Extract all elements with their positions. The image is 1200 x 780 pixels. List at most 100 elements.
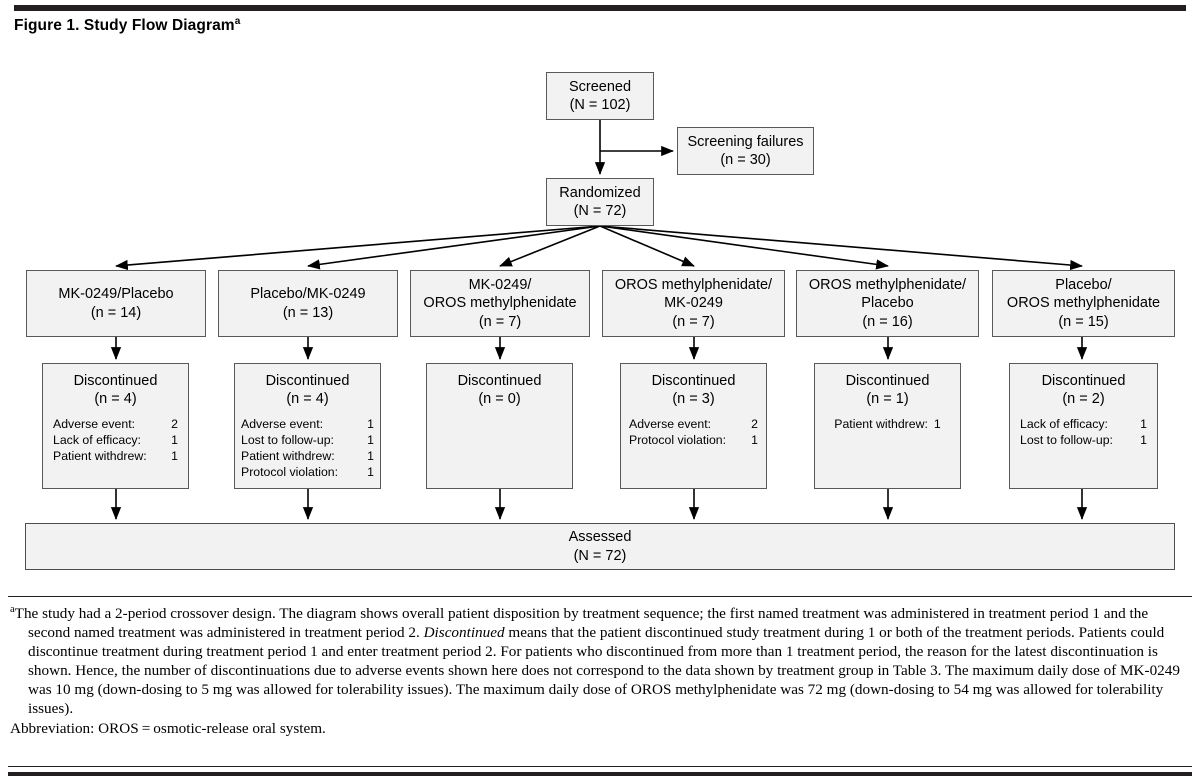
node-screening-failures-count: (n = 30) [720,152,771,169]
disc-count: (n = 3) [672,391,715,408]
arm-name-line1: MK-0249/ [468,277,532,294]
node-assessed: Assessed (N = 72) [25,523,1175,570]
disc-reason-row: Patient withdrew: 1 [53,448,178,464]
disc-reason-label: Lack of efficacy: [53,432,141,447]
footnote-main-paragraph: aThe study had a 2-period crossover desi… [10,603,1190,719]
node-arm-discontinued: Discontinued (n = 1) Patient withdrew: 1 [814,363,961,489]
disc-reason-list: Patient withdrew: 1 [815,416,960,432]
arm-count: (n = 15) [1058,313,1109,330]
arm-count: (n = 13) [282,304,334,321]
disc-label: Discontinued [265,373,350,389]
disc-reason-label: Protocol violation: [629,432,727,447]
disc-reason-row: Lost to follow-up: 1 [1020,432,1147,448]
disc-reason-row: Protocol violation: 1 [629,432,758,448]
node-arm-discontinued: Discontinued (n = 2) Lack of efficacy: 1… [1009,363,1158,489]
disc-label: Discontinued [1041,373,1126,389]
disc-reason-row: Adverse event: 2 [629,416,758,432]
disc-reason-value: 1 [1140,432,1147,447]
disc-reason-value: 1 [1140,416,1147,431]
disc-reason-value: 1 [367,432,374,447]
disc-reason-value: 1 [367,416,374,431]
arm-name-line2: MK-0249 [664,295,723,312]
disc-reason-label: Lack of efficacy: [1020,416,1108,431]
disc-count: (n = 2) [1062,391,1105,408]
node-screened-label: Screened [568,79,632,95]
arm-name-line2: OROS methylphenidate [423,295,577,312]
disc-count: (n = 0) [478,391,521,408]
node-arm-discontinued: Discontinued (n = 4) Adverse event: 1 Lo… [234,363,381,489]
disc-reason-row: Adverse event: 2 [53,416,178,432]
footnote-italic-term: Discontinued [423,624,505,642]
disc-label: Discontinued [845,373,930,389]
node-arm-discontinued: Discontinued (n = 3) Adverse event: 2 Pr… [620,363,767,489]
disc-label: Discontinued [651,373,736,389]
footnote-part2: means that the patient discontinued stud… [28,624,1180,718]
node-arm-sequence: MK-0249/Placebo (n = 14) [26,270,206,337]
disc-reason-value: 1 [367,448,374,463]
disc-reason-value: 1 [933,416,941,431]
arm-count: (n = 16) [862,313,913,330]
arm-name-line1: OROS methylphenidate/ [614,277,773,294]
disc-reason-value: 1 [367,464,374,479]
node-arm-sequence: OROS methylphenidate/ MK-0249 (n = 7) [602,270,785,337]
disc-reason-row: Protocol violation: 1 [241,464,374,480]
bottom-thin-rule [8,766,1192,767]
node-arm-sequence: MK-0249/ OROS methylphenidate (n = 7) [410,270,590,337]
disc-reason-value: 1 [171,448,178,463]
footnote-marker: a [10,604,15,615]
disc-reason-row: Lack of efficacy: 1 [53,432,178,448]
arm-count: (n = 7) [478,313,522,330]
disc-reason-value: 1 [751,432,758,447]
disc-reason-value: 1 [171,432,178,447]
figure-footnote: aThe study had a 2-period crossover desi… [10,603,1190,738]
arm-name-line1: Placebo/MK-0249 [250,286,366,303]
disc-count: (n = 4) [94,391,137,408]
disc-count: (n = 1) [866,391,909,408]
node-randomized-count: (N = 72) [573,203,627,220]
figure-title-footnote-marker: a [234,16,241,27]
node-screening-failures-label: Screening failures [687,134,804,150]
disc-reason-label: Adverse event: [53,416,136,431]
node-arm-discontinued: Discontinued (n = 0) [426,363,573,489]
node-arm-sequence: Placebo/MK-0249 (n = 13) [218,270,398,337]
figure-title-text: Figure 1. Study Flow Diagram [14,17,235,35]
disc-reason-value: 2 [751,416,758,431]
disc-reason-list: Adverse event: 1 Lost to follow-up: 1 Pa… [235,416,380,480]
node-randomized-label: Randomized [559,185,641,201]
disc-label: Discontinued [457,373,542,389]
study-flow-diagram: Screened (N = 102) Screening failures (n… [0,55,1200,590]
arm-count: (n = 7) [672,313,715,330]
disc-reason-list: Adverse event: 2 Lack of efficacy: 1 Pat… [43,416,188,464]
arm-name-line1: Placebo/ [1055,277,1112,294]
node-assessed-label: Assessed [568,529,632,546]
disc-reason-label: Lost to follow-up: [241,432,334,447]
node-arm-sequence: OROS methylphenidate/ Placebo (n = 16) [796,270,979,337]
node-screened: Screened (N = 102) [546,72,654,120]
node-screened-count: (N = 102) [569,97,631,114]
footnote-part1: The study had a 2-period crossover desig… [14,605,1149,642]
node-arm-sequence: Placebo/ OROS methylphenidate (n = 15) [992,270,1175,337]
arm-name-line1: MK-0249/Placebo [58,286,174,303]
disc-reason-label: Adverse event: [241,416,324,431]
node-randomized: Randomized (N = 72) [546,178,654,226]
disc-label: Discontinued [73,373,158,389]
arm-count: (n = 14) [90,304,142,321]
disc-reason-row: Adverse event: 1 [241,416,374,432]
bottom-thick-rule [8,772,1192,776]
disc-reason-list: Lack of efficacy: 1 Lost to follow-up: 1 [1010,416,1157,448]
figure-title: Figure 1. Study Flow Diagrama [14,16,240,35]
node-arm-discontinued: Discontinued (n = 4) Adverse event: 2 La… [42,363,189,489]
disc-reason-label: Adverse event: [629,416,712,431]
disc-reason-label: Patient withdrew: [834,416,928,431]
disc-reason-row: Patient withdrew: 1 [825,416,950,432]
arm-name-line1: OROS methylphenidate/ [808,277,967,294]
disc-reason-label: Protocol violation: [241,464,339,479]
disc-reason-label: Patient withdrew: [53,448,147,463]
arm-name-line2: Placebo [861,295,914,312]
disc-reason-row: Lack of efficacy: 1 [1020,416,1147,432]
footnote-separator-rule [8,596,1192,597]
disc-reason-label: Patient withdrew: [241,448,335,463]
disc-count: (n = 4) [286,391,329,408]
arm-name-line2: OROS methylphenidate [1006,295,1161,312]
top-rule [14,5,1186,11]
